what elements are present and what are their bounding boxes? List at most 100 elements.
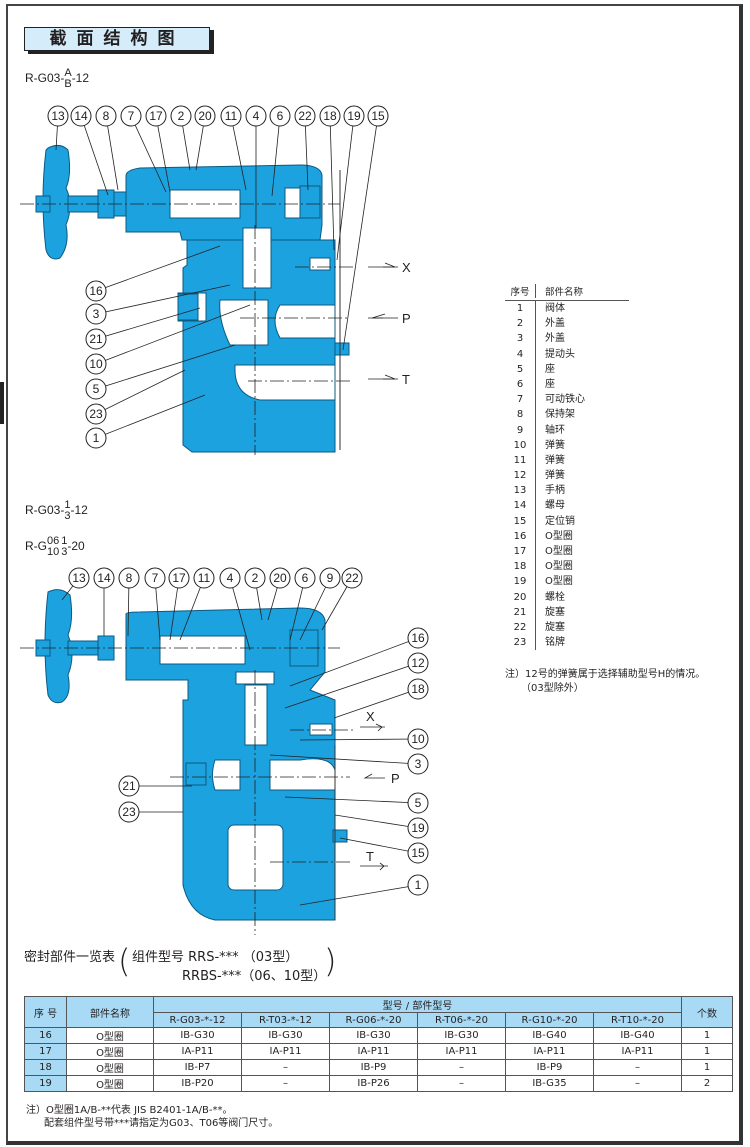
callout-10: 10 bbox=[299, 728, 429, 750]
p-port-cavity-1 bbox=[274, 304, 336, 339]
callout-3: 3 bbox=[85, 284, 231, 325]
svg-text:19: 19 bbox=[347, 109, 361, 123]
callout-18: 18 bbox=[333, 678, 429, 719]
svg-text:23: 23 bbox=[89, 407, 103, 421]
part-name: 旋塞 bbox=[545, 606, 565, 618]
model-header: R-T06-*-20 bbox=[417, 1012, 506, 1028]
svg-text:12: 12 bbox=[411, 656, 425, 670]
seal-note-line-2: 配套组件型号带***请指定为G03、T06等阀门尺寸。 bbox=[44, 1118, 279, 1129]
leader-line bbox=[299, 738, 419, 741]
callout-19: 19 bbox=[336, 105, 365, 261]
part-number: 3 bbox=[505, 331, 536, 347]
leader-line bbox=[333, 688, 419, 719]
cell-value: IB-G35 bbox=[505, 1075, 594, 1092]
svg-text:10: 10 bbox=[411, 732, 425, 746]
leader-line bbox=[95, 369, 186, 415]
svg-text:15: 15 bbox=[411, 846, 425, 860]
page-edge-mark bbox=[0, 382, 4, 424]
callout-20: 20 bbox=[194, 105, 216, 171]
model-prefix: R-G03- bbox=[25, 503, 65, 518]
cell-value: IB-G40 bbox=[505, 1027, 594, 1044]
svg-text:3: 3 bbox=[415, 757, 422, 771]
model-prefix: R-G03- bbox=[25, 71, 65, 86]
svg-text:16: 16 bbox=[89, 284, 103, 298]
leader-line bbox=[334, 814, 419, 829]
part-number: 4 bbox=[505, 346, 536, 362]
part-name: 阀体 bbox=[545, 303, 565, 314]
callout-17: 17 bbox=[168, 567, 190, 641]
model-header: R-G10-*-20 bbox=[505, 1012, 594, 1028]
cell-value: IB-G30 bbox=[417, 1027, 506, 1044]
leader-line bbox=[304, 115, 309, 191]
piston-bore-1 bbox=[242, 227, 272, 289]
part-number: 6 bbox=[505, 376, 536, 393]
dowel-pin-15 bbox=[334, 342, 350, 356]
svg-text:19: 19 bbox=[411, 821, 425, 835]
callout-22: 22 bbox=[294, 105, 316, 191]
svg-text:7: 7 bbox=[152, 571, 159, 585]
callout-13: 13 bbox=[47, 105, 69, 151]
callout-7: 7 bbox=[120, 105, 167, 193]
cell-value: – bbox=[417, 1075, 506, 1092]
part-name: 弹簧 bbox=[545, 454, 565, 466]
part-name: O型圈 bbox=[545, 546, 573, 557]
callout-10: 10 bbox=[85, 304, 251, 375]
model-header: R-T10-*-20 bbox=[593, 1012, 682, 1028]
part-name: 座 bbox=[545, 378, 555, 390]
part-name: O型圈 bbox=[545, 576, 573, 588]
callout-11: 11 bbox=[220, 105, 247, 191]
part-number: 20 bbox=[505, 589, 536, 605]
svg-text:2: 2 bbox=[178, 109, 185, 123]
leader-line bbox=[284, 796, 419, 804]
p-port-cavity-2 bbox=[269, 758, 336, 791]
part-name: 弹簧 bbox=[545, 439, 565, 451]
part-number: 12 bbox=[505, 468, 536, 484]
part-number: 10 bbox=[505, 437, 536, 453]
cell-name: O型圈 bbox=[66, 1043, 154, 1060]
callout-1: 1 bbox=[85, 394, 206, 449]
leader-line bbox=[329, 115, 335, 251]
part-number: 21 bbox=[505, 604, 536, 620]
callout-21: 21 bbox=[85, 307, 201, 350]
svg-text:16: 16 bbox=[411, 631, 425, 645]
part-number: 16 bbox=[505, 528, 536, 544]
part-number: 18 bbox=[505, 559, 536, 575]
frac-top: A bbox=[64, 67, 72, 79]
part-number: 22 bbox=[505, 619, 536, 636]
callout-2: 2 bbox=[244, 567, 266, 621]
svg-text:23: 23 bbox=[122, 805, 136, 819]
kit-label-2: RRBS-***（06、10型） bbox=[182, 969, 327, 984]
parts-note-line-1: 注）12号的弹簧属于选择辅助型号H的情况。 bbox=[505, 669, 706, 680]
parts-note-line-2: （03型除外） bbox=[521, 683, 584, 694]
leader-line bbox=[95, 307, 201, 340]
handwheel-2 bbox=[44, 589, 73, 704]
t-port-cavity-2 bbox=[227, 824, 284, 891]
parts-list-row: 10 弹簧 bbox=[505, 437, 629, 453]
cell-no: 16 bbox=[24, 1027, 67, 1044]
cell-value: IA-P11 bbox=[593, 1043, 682, 1060]
callout-11: 11 bbox=[179, 567, 215, 641]
cell-value: IB-P7 bbox=[153, 1059, 242, 1076]
callout-19: 19 bbox=[334, 814, 429, 839]
col-header-name: 部件名称 bbox=[66, 996, 154, 1028]
page-frame bbox=[6, 4, 743, 1145]
leader-line bbox=[179, 577, 205, 641]
seal-title-text: 密封部件一览表 bbox=[24, 950, 116, 965]
part-number: 9 bbox=[505, 422, 536, 438]
part-name: 螺母 bbox=[545, 500, 565, 512]
cell-value: IA-P11 bbox=[417, 1043, 506, 1060]
svg-text:14: 14 bbox=[74, 109, 88, 123]
